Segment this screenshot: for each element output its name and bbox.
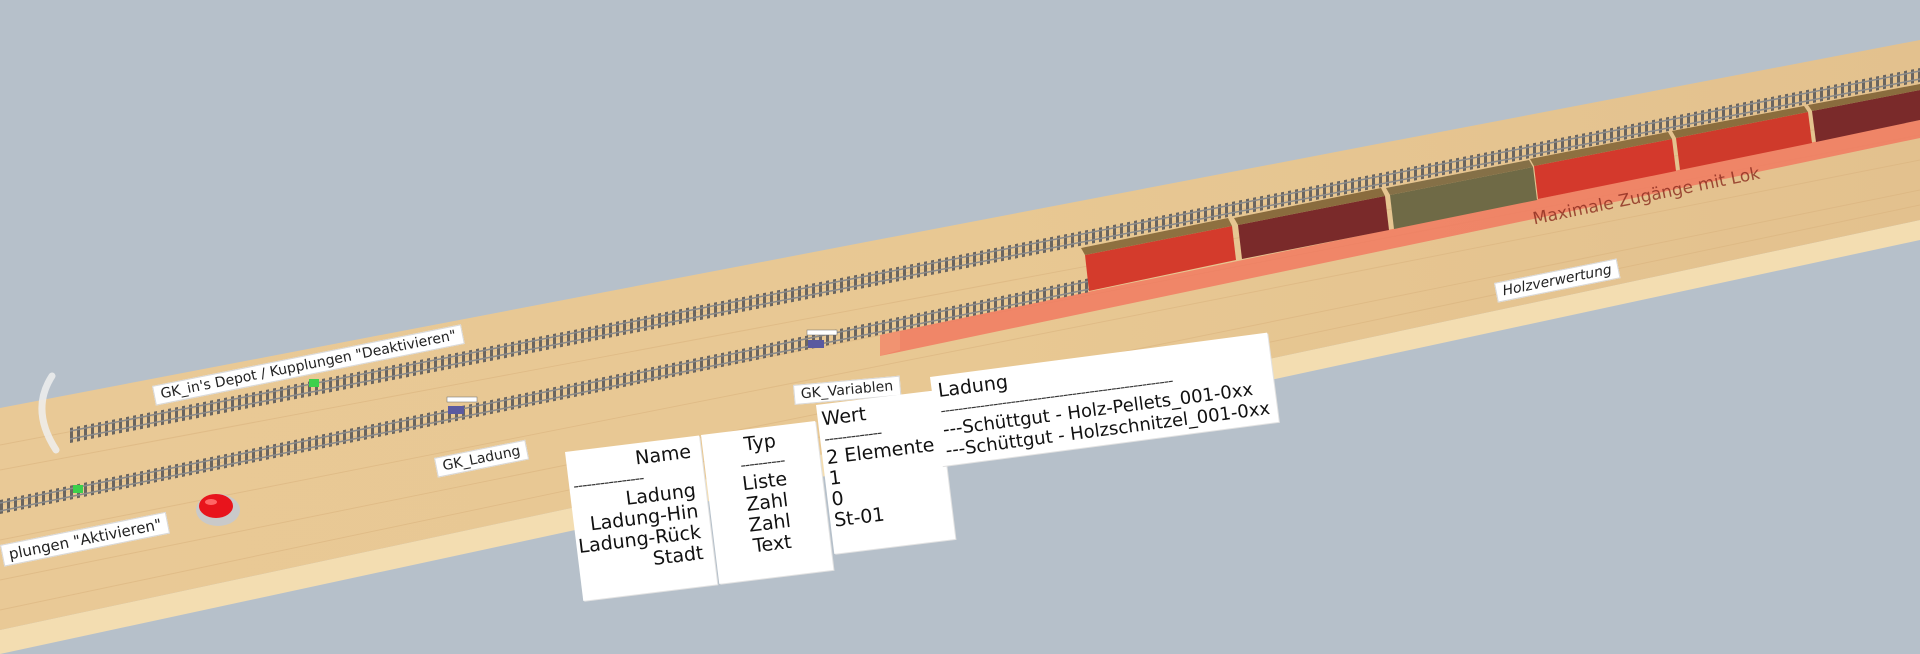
contact-marker-icon[interactable]	[446, 396, 478, 414]
wagon-4[interactable]	[1530, 132, 1676, 199]
variables-name-column[interactable]: Name ---------------- Ladung Ladung-Hin …	[565, 435, 718, 601]
rotate-handle-icon[interactable]	[38, 372, 60, 454]
max-access-zone-fade	[880, 330, 900, 356]
track-upper[interactable]	[69, 68, 1920, 443]
contact-marker-icon[interactable]	[806, 329, 838, 348]
wagon-1[interactable]	[1081, 218, 1236, 291]
green-signal-icon[interactable]	[73, 485, 83, 493]
train-wagons[interactable]	[1081, 84, 1920, 291]
track-lower[interactable]	[0, 278, 1091, 514]
wagon-6[interactable]	[1808, 84, 1920, 142]
wagon-5[interactable]	[1672, 106, 1812, 170]
green-signal-icon[interactable]	[309, 379, 319, 387]
max-access-zone[interactable]	[880, 120, 1920, 356]
variables-type-column[interactable]: Typ ---------- Liste Zahl Zahl Text	[701, 420, 834, 584]
red-button-icon[interactable]	[196, 494, 240, 526]
wagon-3[interactable]	[1386, 160, 1537, 229]
wagon-2[interactable]	[1234, 188, 1389, 259]
